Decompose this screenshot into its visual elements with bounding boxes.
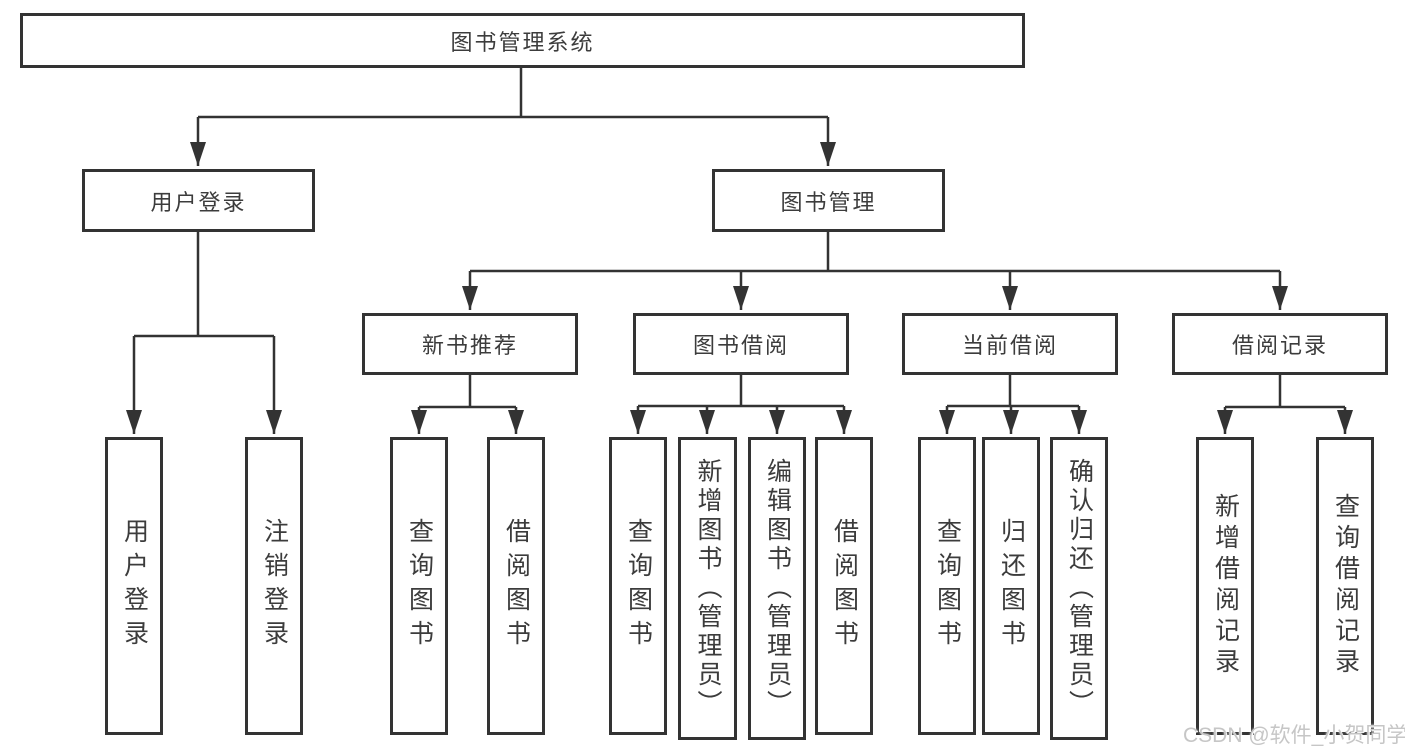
node-borrow-records: 借阅记录 bbox=[1172, 313, 1388, 375]
leaf-return-books-label: 归还图书 bbox=[997, 518, 1026, 654]
leaf-query-books-1-label: 查询图书 bbox=[405, 518, 434, 654]
node-current-borrowing: 当前借阅 bbox=[902, 313, 1118, 375]
node-new-book-recommend-label: 新书推荐 bbox=[421, 333, 518, 358]
leaf-borrow-books-1: 借阅图书 bbox=[487, 437, 545, 735]
leaf-query-borrow-record: 查询借阅记录 bbox=[1316, 437, 1374, 735]
node-current-borrowing-label: 当前借阅 bbox=[961, 333, 1058, 358]
leaf-confirm-return-admin: 确认归还（管理员） bbox=[1050, 437, 1108, 740]
leaf-return-books: 归还图书 bbox=[982, 437, 1040, 735]
leaf-edit-books-admin: 编辑图书（管理员） bbox=[748, 437, 806, 740]
leaf-query-books-2-label: 查询图书 bbox=[624, 518, 653, 654]
leaf-query-books-3: 查询图书 bbox=[918, 437, 976, 735]
leaf-logout-label: 注销登录 bbox=[260, 518, 289, 654]
leaf-borrow-books-2: 借阅图书 bbox=[815, 437, 873, 735]
node-book-management-label: 图书管理 bbox=[780, 189, 877, 215]
leaf-logout: 注销登录 bbox=[245, 437, 303, 735]
leaf-user-login: 用户登录 bbox=[105, 437, 163, 735]
node-book-management: 图书管理 bbox=[712, 169, 945, 232]
node-user-login: 用户登录 bbox=[82, 169, 315, 232]
node-book-borrowing: 图书借阅 bbox=[633, 313, 849, 375]
node-root-label: 图书管理系统 bbox=[450, 29, 595, 55]
csdn-watermark: CSDN @软件_小贺同学 bbox=[1183, 724, 1405, 747]
leaf-user-login-label: 用户登录 bbox=[120, 518, 149, 654]
node-new-book-recommend: 新书推荐 bbox=[362, 313, 578, 375]
leaf-borrow-books-2-label: 借阅图书 bbox=[830, 518, 859, 654]
leaf-query-books-2: 查询图书 bbox=[609, 437, 667, 735]
leaf-add-books-admin: 新增图书（管理员） bbox=[678, 437, 737, 740]
leaf-query-books-1: 查询图书 bbox=[390, 437, 448, 735]
leaf-borrow-books-1-label: 借阅图书 bbox=[502, 518, 531, 654]
leaf-confirm-return-admin-label: 确认归还（管理员） bbox=[1065, 458, 1094, 719]
leaf-query-books-3-label: 查询图书 bbox=[933, 518, 962, 654]
node-root-library-system: 图书管理系统 bbox=[20, 13, 1025, 68]
leaf-edit-books-admin-label: 编辑图书（管理员） bbox=[763, 458, 792, 719]
node-book-borrowing-label: 图书借阅 bbox=[692, 333, 789, 358]
leaf-add-books-admin-label: 新增图书（管理员） bbox=[694, 458, 722, 719]
node-borrow-records-label: 借阅记录 bbox=[1231, 333, 1328, 358]
leaf-add-borrow-record-label: 新增借阅记录 bbox=[1211, 493, 1240, 679]
leaf-add-borrow-record: 新增借阅记录 bbox=[1196, 437, 1254, 735]
node-user-login-label: 用户登录 bbox=[150, 189, 247, 215]
leaf-query-borrow-record-label: 查询借阅记录 bbox=[1331, 493, 1360, 679]
